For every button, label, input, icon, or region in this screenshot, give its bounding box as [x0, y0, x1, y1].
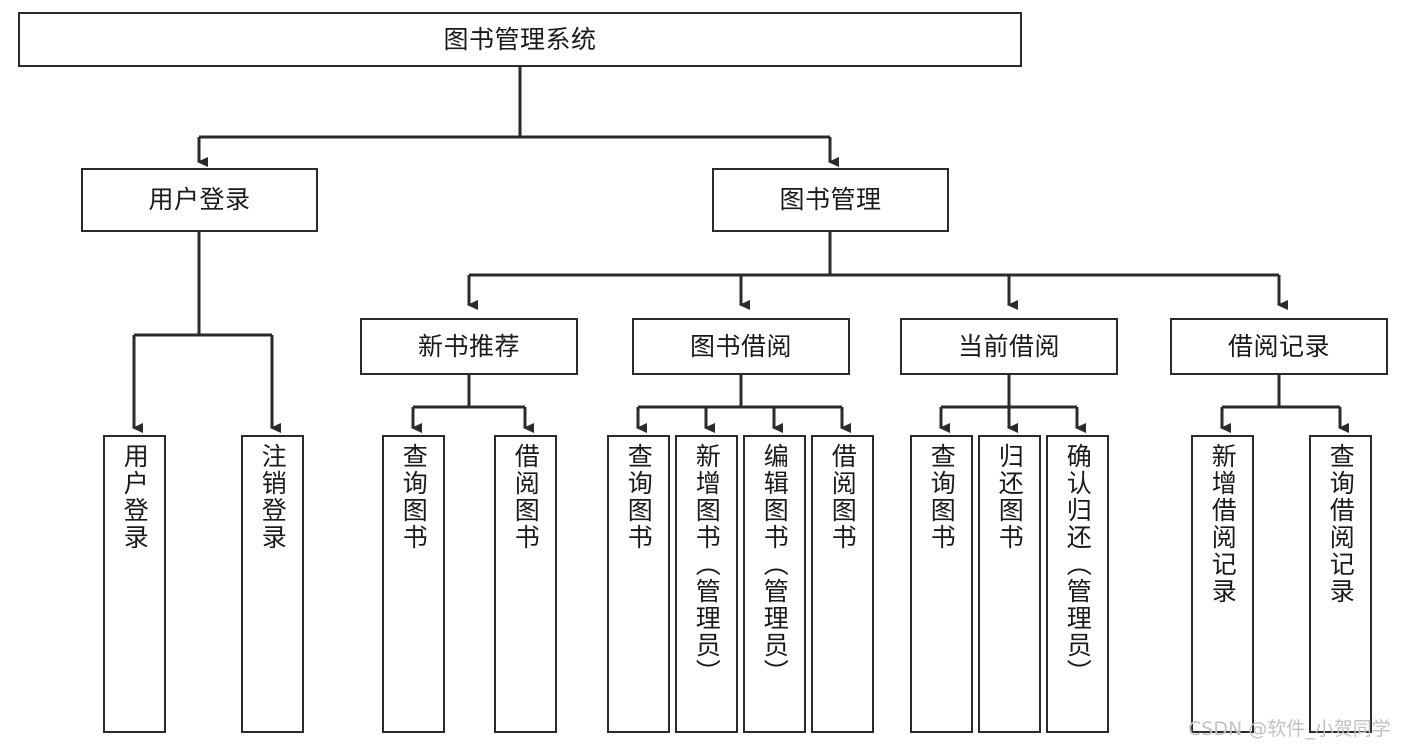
watermark: CSDN @软件_小贺同学 — [1188, 718, 1391, 740]
node-user-login[interactable]: 用户登录 — [81, 168, 318, 232]
leaf-borrow-edit-book-label: 编辑图书（管理员） — [760, 443, 790, 686]
leaf-borrow-add-book-label: 新增图书（管理员） — [692, 443, 722, 686]
leaf-current-confirm-return-label: 确认归还（管理员） — [1063, 443, 1093, 686]
node-root-label: 图书管理系统 — [443, 24, 597, 54]
node-new-book-recommend-label: 新书推荐 — [417, 331, 520, 361]
leaf-new-book-borrow[interactable]: 借阅图书 — [494, 435, 557, 733]
node-borrow-records-label: 借阅记录 — [1227, 331, 1330, 361]
node-book-management[interactable]: 图书管理 — [712, 168, 949, 232]
leaf-new-book-borrow-label: 借阅图书 — [511, 443, 541, 551]
node-new-book-recommend[interactable]: 新书推荐 — [360, 318, 578, 375]
node-user-login-label: 用户登录 — [148, 185, 251, 214]
leaf-borrow-borrow-book[interactable]: 借阅图书 — [811, 435, 874, 733]
leaf-new-book-query-label: 查询图书 — [399, 443, 429, 551]
leaf-records-add-record[interactable]: 新增借阅记录 — [1191, 435, 1254, 733]
leaf-borrow-query-book-label: 查询图书 — [624, 443, 654, 551]
leaf-user-login-logout[interactable]: 注销登录 — [241, 435, 304, 733]
leaf-current-return-book-label: 归还图书 — [995, 443, 1025, 551]
node-book-management-label: 图书管理 — [779, 185, 882, 214]
leaf-current-query-book-label: 查询图书 — [927, 443, 957, 551]
leaf-user-login-login[interactable]: 用户登录 — [103, 435, 166, 733]
leaf-user-login-logout-label: 注销登录 — [258, 443, 288, 551]
leaf-borrow-borrow-book-label: 借阅图书 — [828, 443, 858, 551]
node-book-borrow[interactable]: 图书借阅 — [632, 318, 850, 375]
leaf-user-login-login-label: 用户登录 — [120, 443, 150, 551]
leaf-new-book-query[interactable]: 查询图书 — [382, 435, 445, 733]
leaf-borrow-edit-book[interactable]: 编辑图书（管理员） — [743, 435, 806, 733]
leaf-current-return-book[interactable]: 归还图书 — [978, 435, 1041, 733]
leaf-current-query-book[interactable]: 查询图书 — [910, 435, 973, 733]
leaf-records-query-record[interactable]: 查询借阅记录 — [1309, 435, 1372, 733]
leaf-current-confirm-return[interactable]: 确认归还（管理员） — [1046, 435, 1109, 733]
node-current-borrow[interactable]: 当前借阅 — [900, 318, 1118, 375]
leaf-borrow-add-book[interactable]: 新增图书（管理员） — [675, 435, 738, 733]
node-root[interactable]: 图书管理系统 — [18, 12, 1022, 67]
leaf-borrow-query-book[interactable]: 查询图书 — [607, 435, 670, 733]
node-borrow-records[interactable]: 借阅记录 — [1170, 318, 1388, 375]
leaf-records-add-record-label: 新增借阅记录 — [1208, 443, 1238, 605]
node-book-borrow-label: 图书借阅 — [689, 331, 792, 361]
leaf-records-query-record-label: 查询借阅记录 — [1326, 443, 1356, 605]
node-current-borrow-label: 当前借阅 — [957, 331, 1060, 361]
